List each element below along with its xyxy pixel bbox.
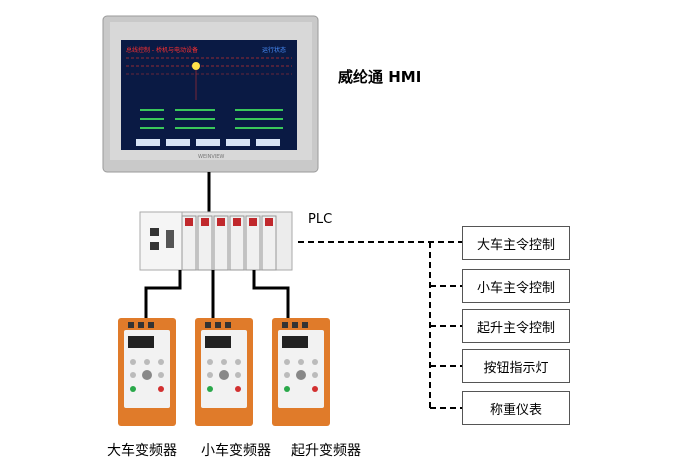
hmi-device: 总线控制 - 桥机与电动设备 运行状态 WEINVIEW: [102, 15, 319, 173]
hmi-indicator-lamp: [192, 62, 200, 70]
hmi-screen-tag: 运行状态: [262, 46, 286, 54]
io-box-cart-main-control: 小车主令控制: [462, 269, 570, 303]
hmi-label: 威纶通 HMI: [338, 68, 422, 86]
hmi-data-rows: [140, 109, 283, 129]
io-box-weighing-instrument: 称重仪表: [462, 391, 570, 425]
vfd-label-2: 小车变频器: [201, 443, 271, 459]
vfd-label-1: 大车变频器: [107, 443, 177, 459]
hmi-screen-title: 总线控制 - 桥机与电动设备: [126, 46, 198, 54]
vfd-device-3: [272, 318, 330, 426]
plc-device: [139, 211, 293, 271]
vfd-label-3: 起升变频器: [291, 443, 361, 459]
io-box-trolley-main-control: 大车主令控制: [462, 226, 570, 260]
vfd-device-1: [118, 318, 176, 426]
svg-text:WEINVIEW: WEINVIEW: [198, 154, 224, 160]
io-bus: [298, 241, 462, 409]
plc-vfd-cables: [144, 270, 290, 322]
hmi-buttons: [136, 139, 280, 146]
io-box-button-indicator: 按钮指示灯: [462, 349, 570, 383]
io-box-hoist-main-control: 起升主令控制: [462, 309, 570, 343]
hmi-screen: [121, 40, 297, 150]
plc-label: PLC: [308, 212, 333, 227]
vfd-device-2: [195, 318, 253, 426]
